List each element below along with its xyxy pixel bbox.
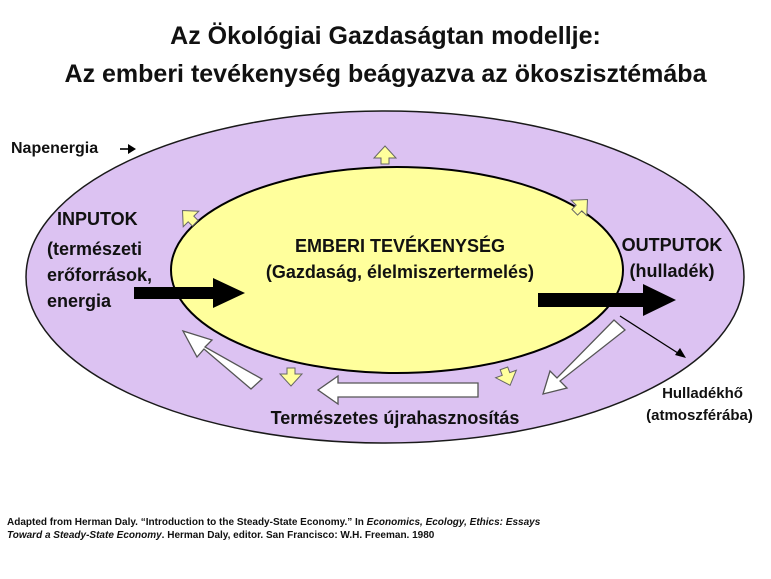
recycling-arrow-bottom-icon [316,374,479,406]
waste-heat-arrowhead-icon [675,348,686,358]
core-subtitle: (Gazdaság, élelmiszertermelés) [265,262,535,282]
output-arrow-icon [538,284,676,316]
recycling-arrow-right-icon [542,319,627,395]
outputs-heading: OUTPUTOK [621,235,723,255]
waste-heat-label: Hulladékhő [662,385,743,402]
inputs-heading: INPUTOK [57,209,138,229]
core-title: EMBERI TEVÉKENYSÉG [294,236,506,256]
heat-arrow-upper-left-icon [181,209,200,228]
heat-arrow-upper-right-icon [570,198,589,217]
outputs-line-1: (hulladék) [629,261,715,281]
inputs-line-3: energia [47,291,112,311]
inputs-line-1: (természeti [47,239,143,259]
citation: Adapted from Herman Daly. “Introduction … [7,516,707,542]
title-line-1: Az Ökológiai Gazdaságtan modellje: [170,22,601,50]
human-activity-ellipse [170,166,624,374]
citation-suffix: . Herman Daly, editor. San Francisco: W.… [161,530,435,541]
solar-arrowhead-icon [128,144,136,154]
heat-arrow-bottom-left-icon [278,367,304,387]
input-arrow-icon [134,278,245,308]
heat-arrow-bottom-right-icon [494,366,518,386]
inputs-line-2: erőforrások, [47,265,153,285]
title-line-2: Az emberi tevékenység beágyazva az ökosz… [64,60,707,88]
waste-heat-arrow-icon [619,315,682,356]
citation-prefix: Adapted from Herman Daly. “Introduction … [7,517,367,528]
citation-book-title-2: Toward a Steady-State Economy [7,530,162,541]
recycling-label: Természetes újrahasznosítás [270,408,520,428]
citation-book-title-1: Economics, Ecology, Ethics: Essays [366,517,541,528]
heat-arrow-top-icon [372,145,398,165]
waste-heat-note: (atmoszférába) [646,407,753,424]
solar-energy-label: Napenergia [11,140,99,157]
recycling-arrow-left-icon [181,329,264,390]
